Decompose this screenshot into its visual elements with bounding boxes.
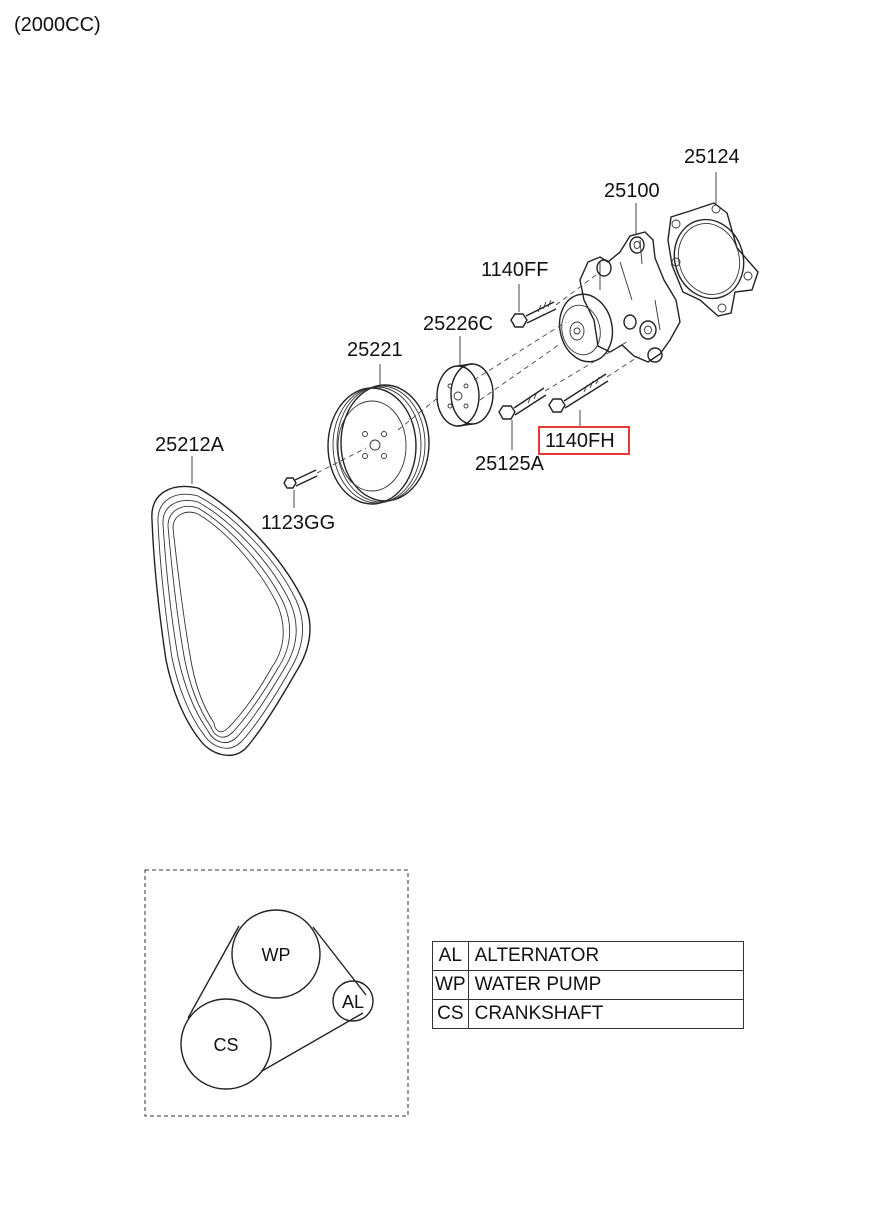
legend-row: AL ALTERNATOR [432, 941, 744, 971]
bolt-1140fh[interactable] [548, 373, 609, 413]
legend-name: CRANKSHAFT [467, 999, 744, 1029]
legend-code: CS [432, 999, 469, 1029]
legend-name: WATER PUMP [467, 970, 744, 1000]
label-25125a: 25125A [475, 453, 545, 475]
belt-25212a[interactable] [151, 485, 311, 757]
label-25212a: 25212A [155, 434, 225, 456]
legend-code: WP [432, 970, 469, 1000]
inset-frame [144, 869, 409, 1117]
label-25221: 25221 [347, 339, 403, 361]
water-pump-25100[interactable] [553, 231, 681, 367]
label-1140fh: 1140FH [545, 430, 615, 452]
pulley-25221[interactable] [327, 384, 430, 505]
header-variant: (2000CC) [14, 14, 101, 36]
highlight-box [538, 426, 630, 455]
label-1140ff: 1140FF [481, 259, 548, 281]
label-25100: 25100 [604, 180, 660, 202]
legend-table: AL ALTERNATOR WP WATER PUMP CS CRANKSHAF… [432, 941, 744, 1029]
pulley-cs [180, 998, 272, 1090]
pulley-al [332, 980, 374, 1022]
legend-code: AL [432, 941, 469, 971]
legend-row: WP WATER PUMP [432, 970, 744, 1000]
belt-routing-inset: WP AL CS [144, 869, 409, 1117]
label-1123gg: 1123GG [261, 512, 335, 534]
legend-row: CS CRANKSHAFT [432, 999, 744, 1029]
pulley-wp [231, 909, 321, 999]
gasket-25124[interactable] [664, 202, 759, 317]
label-25226c: 25226C [423, 313, 493, 335]
bolt-25125a[interactable] [498, 387, 547, 420]
bolt-1123gg[interactable] [283, 469, 318, 489]
label-25124: 25124 [684, 146, 740, 168]
legend-name: ALTERNATOR [467, 941, 744, 971]
pulley-wp-label: WP [262, 945, 291, 965]
pulley-cs-label: CS [213, 1035, 238, 1055]
pulley-al-label: AL [342, 992, 364, 1012]
bolt-1140ff[interactable] [510, 299, 557, 328]
